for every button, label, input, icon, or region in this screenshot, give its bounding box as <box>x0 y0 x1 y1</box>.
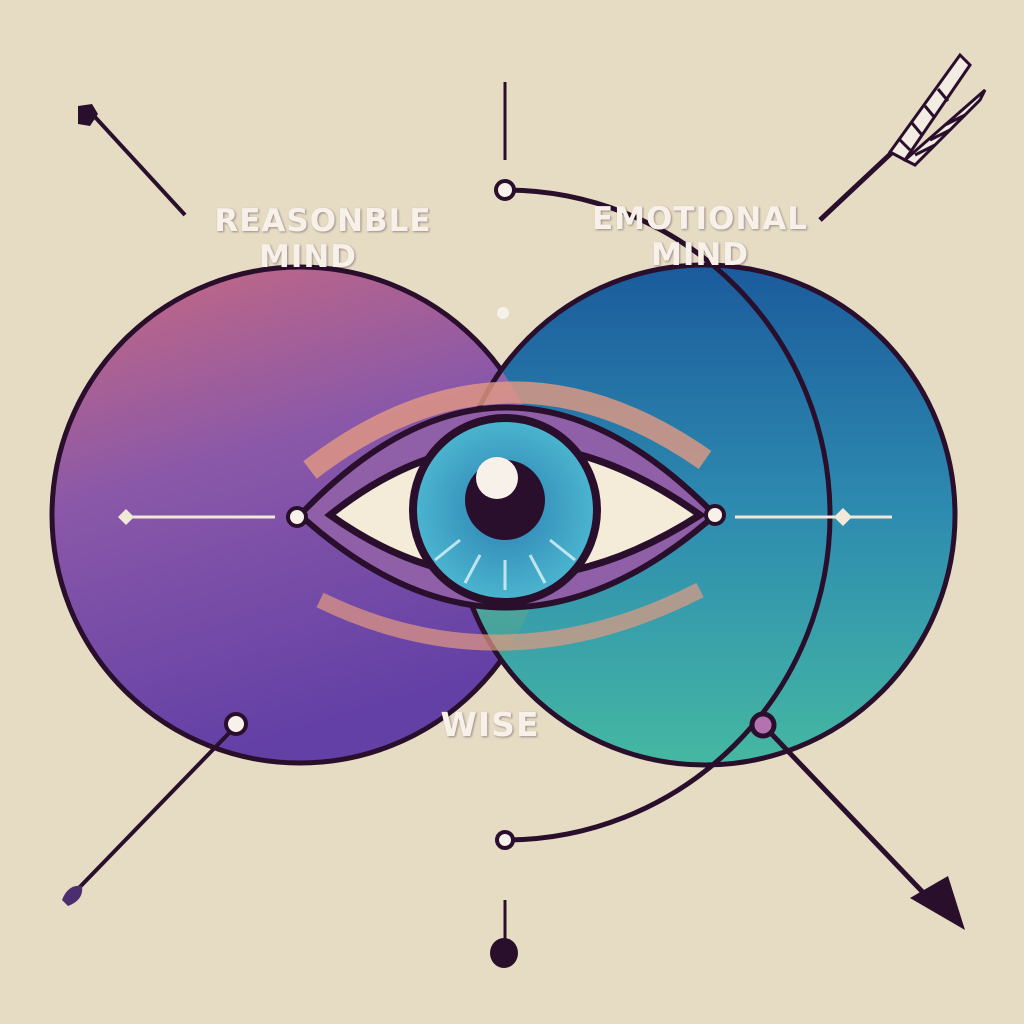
bottom-node <box>495 830 515 850</box>
bottom-pin-icon <box>490 900 518 968</box>
arrow-fletched-icon <box>818 52 987 222</box>
reasonable-mind-label: REASONBLE MIND <box>188 203 458 275</box>
arrow-head-icon <box>749 711 965 930</box>
emotional-mind-line2: MIND <box>650 236 750 273</box>
top-node <box>494 179 516 201</box>
right-node <box>704 504 726 526</box>
reasonable-mind-line1: REASONBLE <box>214 203 432 239</box>
reasonable-mind-line2: MIND <box>258 238 358 275</box>
emotional-mind-label: EMOTIONAL MIND <box>560 201 840 273</box>
bottom-left-pin-icon <box>62 712 248 906</box>
wise-label: WISE <box>440 705 540 744</box>
top-left-pin-icon <box>78 104 187 217</box>
emotional-mind-line1: EMOTIONAL <box>591 201 809 237</box>
left-node <box>286 506 308 528</box>
